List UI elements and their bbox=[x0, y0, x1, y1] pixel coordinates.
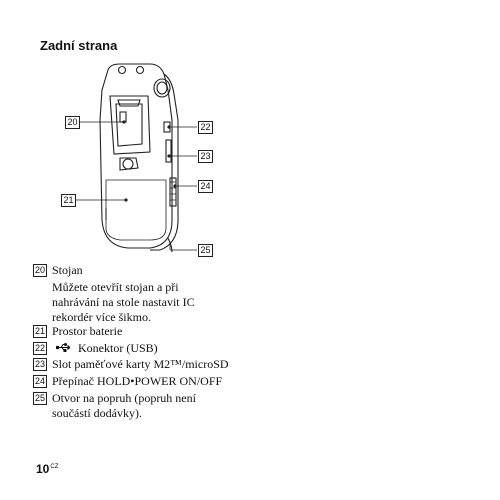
item-label: Stojan bbox=[52, 263, 83, 277]
item-description: Můžete otevřít stojan a při nahrávání na… bbox=[52, 280, 195, 325]
description-line: rekordér více šikmo. bbox=[52, 310, 151, 324]
item-number-badge: 24 bbox=[33, 375, 47, 388]
description-line: nahrávání na stole nastavit IC bbox=[52, 295, 195, 309]
item-label: Otvor na popruh (popruh není bbox=[52, 391, 196, 405]
callout-24: 24 bbox=[198, 180, 213, 193]
list-item: 25 Otvor na popruh (popruh není bbox=[33, 391, 196, 406]
item-number-badge: 25 bbox=[33, 392, 47, 405]
callout-25: 25 bbox=[198, 244, 213, 257]
item-label: Přepínač HOLD•POWER ON/OFF bbox=[52, 374, 223, 388]
item-label: Konektor (USB) bbox=[78, 341, 158, 355]
list-item: 21 Prostor baterie bbox=[33, 324, 122, 339]
callout-21: 21 bbox=[61, 194, 76, 207]
page-number: 10CZ bbox=[36, 462, 59, 476]
item-label: Prostor baterie bbox=[52, 324, 123, 338]
usb-icon bbox=[55, 341, 71, 356]
callout-22: 22 bbox=[198, 121, 213, 134]
item-number-badge: 22 bbox=[33, 342, 47, 355]
callout-23: 23 bbox=[198, 150, 213, 163]
item-label: Slot paměťové karty M2™/microSD bbox=[52, 357, 229, 371]
list-item: 20 Stojan bbox=[33, 263, 83, 278]
description-line: Můžete otevřít stojan a při bbox=[52, 280, 179, 294]
item-number-badge: 21 bbox=[33, 325, 47, 338]
item-number-badge: 23 bbox=[33, 358, 47, 371]
item-label-continued: součástí dodávky). bbox=[52, 406, 142, 420]
list-item: 24 Přepínač HOLD•POWER ON/OFF bbox=[33, 374, 222, 389]
list-item: 23 Slot paměťové karty M2™/microSD bbox=[33, 357, 229, 372]
list-item: 22 Konektor (USB) bbox=[33, 341, 158, 356]
section-heading: Zadní strana bbox=[40, 38, 118, 53]
device-illustration bbox=[99, 63, 179, 253]
language-code: CZ bbox=[50, 464, 59, 470]
item-number-badge: 20 bbox=[33, 264, 47, 277]
callout-20: 20 bbox=[65, 116, 80, 129]
